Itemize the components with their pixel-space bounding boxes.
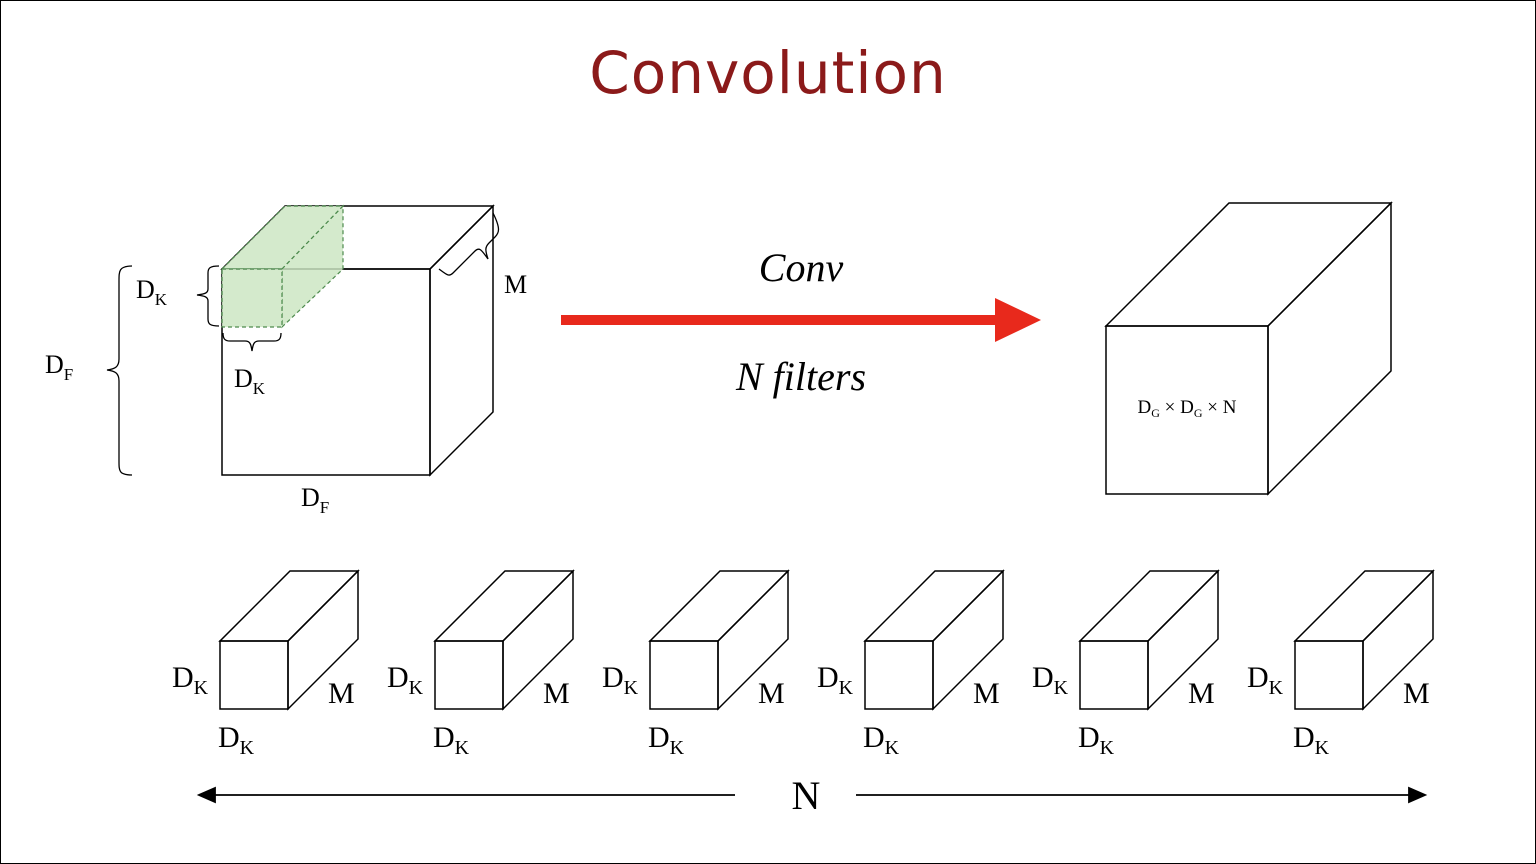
filter-top: [863, 570, 1005, 642]
filter-label-depth: M: [1403, 677, 1430, 710]
filter-top: [1078, 570, 1220, 642]
brace-df-height: [106, 265, 133, 476]
label-input-depth: M: [504, 270, 527, 299]
kernel-window: [220, 204, 345, 329]
filter-label-dk-width: DK: [1293, 721, 1330, 759]
output-cube-top: [1104, 202, 1393, 327]
filter-label-dk-height: DK: [602, 661, 639, 699]
label-dk-height: DK: [136, 275, 168, 309]
filter-front: [1079, 640, 1149, 710]
filter-front: [434, 640, 504, 710]
conv-arrow-head: [995, 298, 1041, 342]
filter-label-dk-width: DK: [648, 721, 685, 759]
filter-label-dk-width: DK: [863, 721, 900, 759]
filter-top: [433, 570, 575, 642]
conv-arrow: [561, 298, 1041, 342]
label-df-width: DF: [301, 483, 329, 517]
conv-label: Conv: [759, 245, 844, 290]
filter-label-dk-height: DK: [1247, 661, 1284, 699]
output-feature-map: [1104, 201, 1393, 496]
brace-dk-width: [222, 332, 282, 352]
filter-label-dk-height: DK: [387, 661, 424, 699]
filter-front: [1294, 640, 1364, 710]
kernel-front: [221, 268, 283, 328]
brace-m-depth: [438, 212, 500, 276]
n-span-arrows: [196, 786, 1428, 804]
filter-top: [648, 570, 790, 642]
n-filters-label: N filters: [735, 354, 866, 399]
filter-label-depth: M: [973, 677, 1000, 710]
label-dk-width: DK: [234, 364, 266, 398]
filter-label-dk-width: DK: [433, 721, 470, 759]
input-braces: [106, 212, 500, 476]
filter-front: [219, 640, 289, 710]
page-title: Convolution: [589, 39, 947, 107]
filter-label-depth: M: [328, 677, 355, 710]
label-df-height: DF: [45, 350, 73, 384]
filter-label-dk-width: DK: [1078, 721, 1115, 759]
filter-label-dk-height: DK: [172, 661, 209, 699]
filter-label-depth: M: [1188, 677, 1215, 710]
filter-front: [649, 640, 719, 710]
filter-front: [864, 640, 934, 710]
filter-label-dk-height: DK: [1032, 661, 1069, 699]
n-arrow-left-head: [196, 786, 216, 804]
input-cube-side: [429, 204, 494, 477]
filter-top: [1293, 570, 1435, 642]
output-dimensions-label: DG × DG × N: [1138, 397, 1237, 420]
n-arrow-right-head: [1408, 786, 1428, 804]
filter-label-dk-width: DK: [218, 721, 255, 759]
filter-label-depth: M: [543, 677, 570, 710]
filter-label-depth: M: [758, 677, 785, 710]
brace-dk-height: [196, 265, 220, 327]
output-cube-front: [1105, 325, 1269, 495]
n-count-label: N: [792, 773, 821, 818]
output-cube-side: [1267, 201, 1392, 496]
filter-label-dk-height: DK: [817, 661, 854, 699]
filter-top: [218, 570, 360, 642]
